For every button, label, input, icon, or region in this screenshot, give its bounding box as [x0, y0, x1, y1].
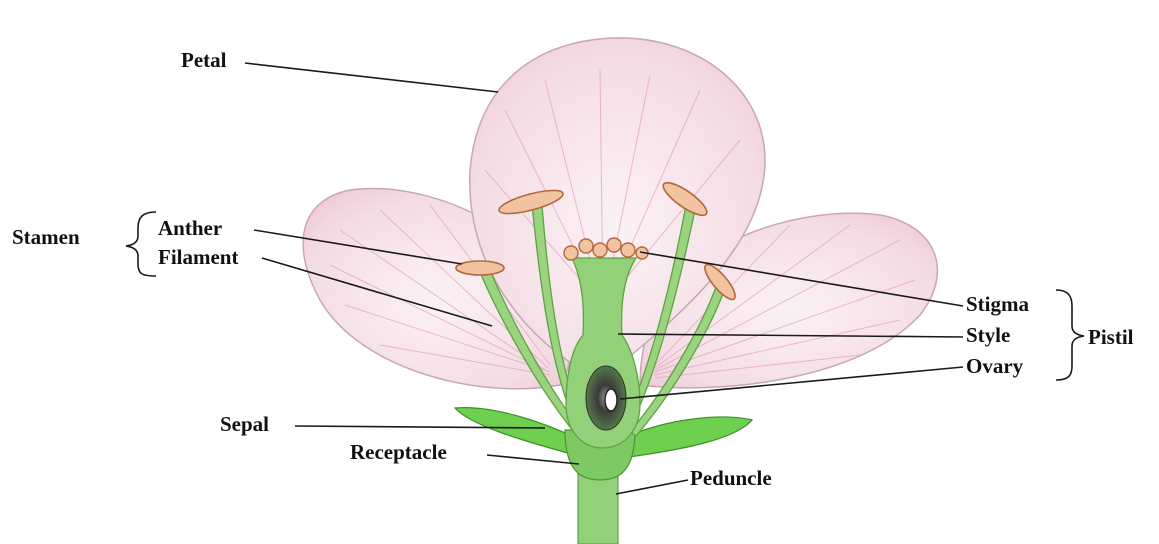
- label-peduncle: Peduncle: [690, 466, 772, 490]
- label-ovary: Ovary: [966, 354, 1024, 378]
- label-anther: Anther: [158, 216, 222, 240]
- leader-receptacle: [487, 455, 579, 464]
- brace-pistil: [1056, 290, 1084, 380]
- label-pistil: Pistil: [1088, 325, 1134, 349]
- anther-left-low: [456, 261, 504, 275]
- label-stigma: Stigma: [966, 292, 1030, 316]
- label-filament: Filament: [158, 245, 238, 269]
- label-receptacle: Receptacle: [350, 440, 447, 464]
- ovule: [605, 389, 617, 411]
- label-stamen: Stamen: [12, 225, 80, 249]
- brace-stamen: [126, 212, 156, 276]
- label-petal: Petal: [181, 48, 227, 72]
- label-style: Style: [966, 323, 1010, 347]
- leader-peduncle: [616, 480, 688, 494]
- label-sepal: Sepal: [220, 412, 269, 436]
- leader-petal: [245, 63, 498, 92]
